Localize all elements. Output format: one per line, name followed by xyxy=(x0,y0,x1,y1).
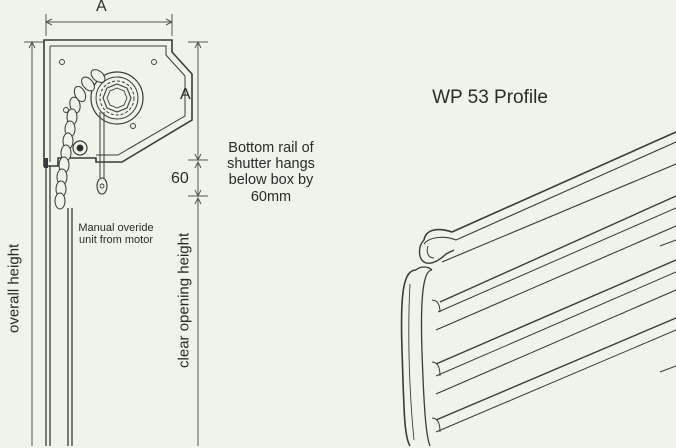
rolled-curtain-slats xyxy=(54,69,106,210)
dimension-a-top xyxy=(44,14,174,36)
shutter-box xyxy=(43,39,193,167)
manual-override-cord xyxy=(96,112,108,195)
bottom-rail-note: Bottom rail of shutter hangs below box b… xyxy=(227,140,315,205)
overall-height-label: overall height xyxy=(5,243,23,334)
manual-override-note: Manual overide unit from motor xyxy=(78,222,154,247)
idler-pulley xyxy=(72,140,88,156)
dimension-60-label: 60 xyxy=(171,170,189,187)
dimension-a-top-label: A xyxy=(96,0,107,15)
dimension-a-side-label: A xyxy=(180,86,191,103)
clear-opening-height-label: clear opening height xyxy=(175,232,193,368)
guide-rails xyxy=(44,158,73,446)
profile-title: WP 53 Profile xyxy=(432,87,548,108)
slat-profile xyxy=(400,131,676,447)
roller-drum xyxy=(90,71,144,125)
dimension-right xyxy=(188,40,208,446)
dimension-overall-height xyxy=(24,40,44,446)
